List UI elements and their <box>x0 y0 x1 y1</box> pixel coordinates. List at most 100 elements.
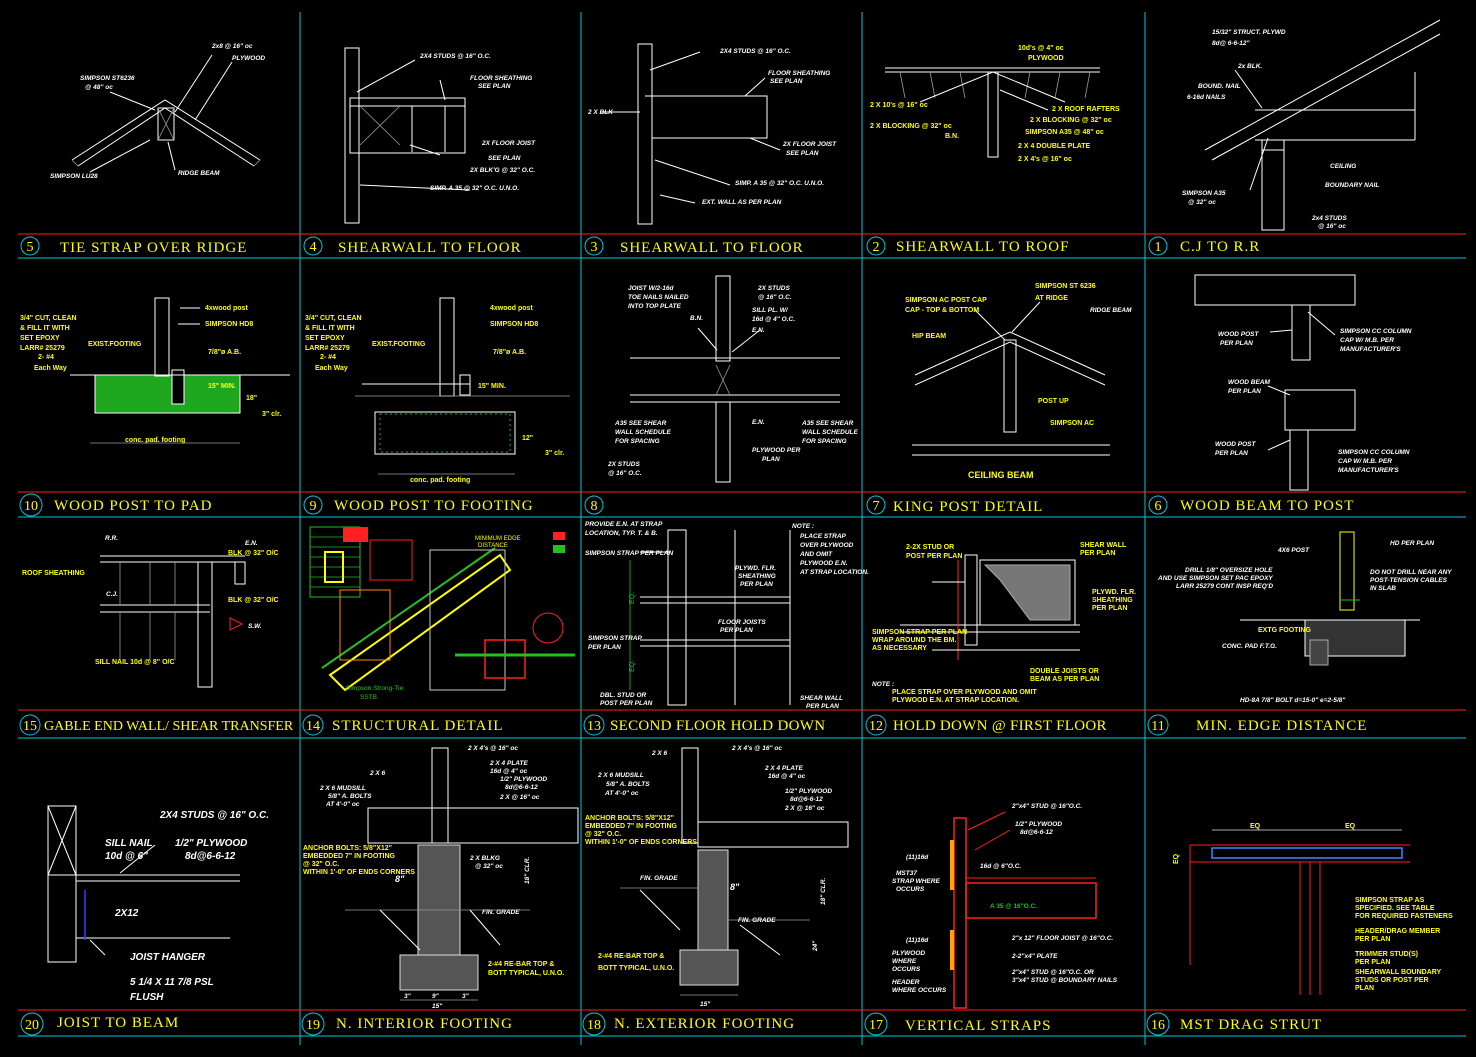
label: FLOOR SHEATHING <box>768 70 830 77</box>
labels-p15: BLK @ 32" O/C R.R. E.N. ROOF SHEATHING C… <box>22 535 279 666</box>
panel-title: KING POST DETAIL <box>893 499 1043 515</box>
label: WRAP AROUND THE BM. <box>872 637 956 644</box>
label: 4X6 POST <box>1277 547 1310 554</box>
label: PLAN <box>1355 985 1374 992</box>
label: 24" <box>812 940 819 952</box>
label: PLACE STRAP <box>800 533 847 540</box>
label: MANUFACTURER'S <box>1340 346 1401 353</box>
label: 15" MIN. <box>478 383 506 390</box>
label: LARR# 25279 <box>305 345 350 352</box>
label: SIMPSON CC COLUMN <box>1340 328 1412 335</box>
label: CAP W/ M.B. PER <box>1338 458 1392 465</box>
labels-p6: WOOD POST PER PLAN SIMPSON CC COLUMN CAP… <box>1215 328 1412 474</box>
panel-number-circle <box>1148 495 1168 515</box>
labels-p1: 15/32" STRUCT. PLYWD 8d@ 6-6-12" 2x BLK.… <box>1182 29 1379 230</box>
label: 2X STUDS <box>607 461 640 468</box>
label: E.N. <box>752 327 765 334</box>
label: 2X FLOOR JOIST <box>481 140 536 147</box>
label: 16d @ 6"O.C. <box>980 863 1021 870</box>
label: E.N. <box>752 419 765 426</box>
label: FOR REQUIRED FASTENERS <box>1355 913 1453 920</box>
label: 8d@6-6-12 <box>185 851 236 862</box>
label: BLK @ 32" O/C <box>228 597 279 604</box>
label: CEILING <box>1330 163 1356 170</box>
panel-title: TIE STRAP OVER RIDGE <box>60 240 247 256</box>
panel-title: GABLE END WALL/ SHEAR TRANSFER <box>44 719 294 734</box>
label: FLUSH <box>130 992 164 1003</box>
panel-number-circle <box>303 495 323 515</box>
label: SIMPSON LU28 <box>50 173 98 180</box>
label: BOTT TYPICAL, U.N.O. <box>598 965 674 972</box>
label: PER PLAN <box>1080 550 1115 557</box>
label: SET EPOXY <box>20 335 60 342</box>
label: WOOD POST <box>1218 331 1259 338</box>
label: 7/8"ø A.B. <box>208 349 241 356</box>
panel-number-circle <box>866 236 886 256</box>
label: 2x4 STUDS <box>1311 215 1347 222</box>
label: PER PLAN <box>1092 605 1127 612</box>
panel-title: STRUCTURAL DETAIL <box>332 718 503 734</box>
label: 16d @ 4" oc <box>768 773 806 780</box>
label: WITHIN 1'-0" OF ENDS CORNERS <box>303 869 415 876</box>
labels-p3: 2X4 STUDS @ 16" O.C. FLOOR SHEATHING SEE… <box>587 48 837 206</box>
label: 2-2"x4" PLATE <box>1011 953 1058 960</box>
label: 2 X BLOCKING @ 32" oc <box>870 123 952 130</box>
label: 2X STUDS <box>757 285 790 292</box>
label: 3" <box>404 993 412 1000</box>
label: PER PLAN <box>806 703 839 710</box>
label: SIMPSON CC COLUMN <box>1338 449 1410 456</box>
label: AT STRAP LOCATION. <box>799 569 869 576</box>
label: 4xwood post <box>205 305 248 312</box>
label: 2x8 @ 16" oc <box>211 43 253 50</box>
label: A 35 @ 16"O.C. <box>990 903 1037 910</box>
label: 3"x4" STUD @ BOUNDARY NAILS <box>1012 977 1118 984</box>
panel-number: 16 <box>1151 1018 1165 1033</box>
drawing-wood-beam-to-post <box>1194 274 1356 491</box>
label: PLAN <box>762 456 780 463</box>
label: 2- #4 <box>38 354 54 361</box>
label: 2 X 4's @ 16" oc <box>1018 156 1072 163</box>
label: BLK @ 32" O/C <box>228 550 279 557</box>
panel-number-circle <box>302 714 324 736</box>
label: ANCHOR BOLTS: 5/8"X12" <box>585 815 674 822</box>
label: @ 32" oc <box>475 863 503 870</box>
label: 8d@ 6-6-12" <box>1212 40 1251 47</box>
label: B.N. <box>690 315 703 322</box>
label: A35 SEE SHEAR <box>614 420 667 427</box>
label: 3" clr. <box>262 411 281 418</box>
label: SHEATHING <box>738 573 776 580</box>
label: HEADER <box>892 979 920 986</box>
label: 2 X 4 PLATE <box>489 760 528 767</box>
label: & FILL IT WITH <box>20 325 70 332</box>
label: PLYWOOD <box>892 950 925 957</box>
labels-p19: 2 X 4's @ 16" oc 2 X 6 2 X 4 PLATE 16d @… <box>303 745 564 1010</box>
label: AS NECESSARY <box>872 645 927 652</box>
label: 2 X @ 16" oc <box>784 805 825 812</box>
label: 15" <box>432 1003 443 1010</box>
label: SEE PLAN <box>770 78 803 85</box>
label: NOTE : <box>872 681 894 688</box>
label: SEE PLAN <box>786 150 819 157</box>
label: CEILING BEAM <box>968 470 1034 480</box>
label: SPECIFIED. SEE TABLE <box>1355 905 1435 912</box>
drawing-mst-drag-strut <box>1189 829 1410 995</box>
labels-p10: 4xwood post SIMPSON HD8 3/4" CUT, CLEAN … <box>20 305 281 444</box>
labels-p7: SIMPSON ST 6236 AT RIDGE SIMPSON AC POST… <box>905 283 1132 480</box>
panel-title: SECOND FLOOR HOLD DOWN <box>610 718 825 734</box>
label: SIMPSON STRAP <box>588 635 642 642</box>
label: 9" <box>432 993 440 1000</box>
label: 1/2" PLYWOOD <box>175 838 247 849</box>
label: RIDGE BEAM <box>1090 307 1132 314</box>
label: DRILL 1/8" OVERSIZE HOLE <box>1185 567 1273 574</box>
panel-number-circle <box>584 495 604 515</box>
label: POST UP <box>1038 398 1069 405</box>
label: POST-TENSION CABLES <box>1370 577 1448 584</box>
label: SILL PL. W/ <box>752 307 789 314</box>
label: BEAM AS PER PLAN <box>1030 676 1099 683</box>
panel-number: 18 <box>587 1018 601 1033</box>
label: 2X4 STUDS @ 16" O.C. <box>719 48 791 55</box>
panel-title: WOOD BEAM TO POST <box>1180 498 1354 514</box>
label: 2 X 6 <box>651 750 668 757</box>
label: 2 X 6 MUDSILL <box>597 772 644 779</box>
label: HEADER/DRAG MEMBER <box>1355 928 1440 935</box>
